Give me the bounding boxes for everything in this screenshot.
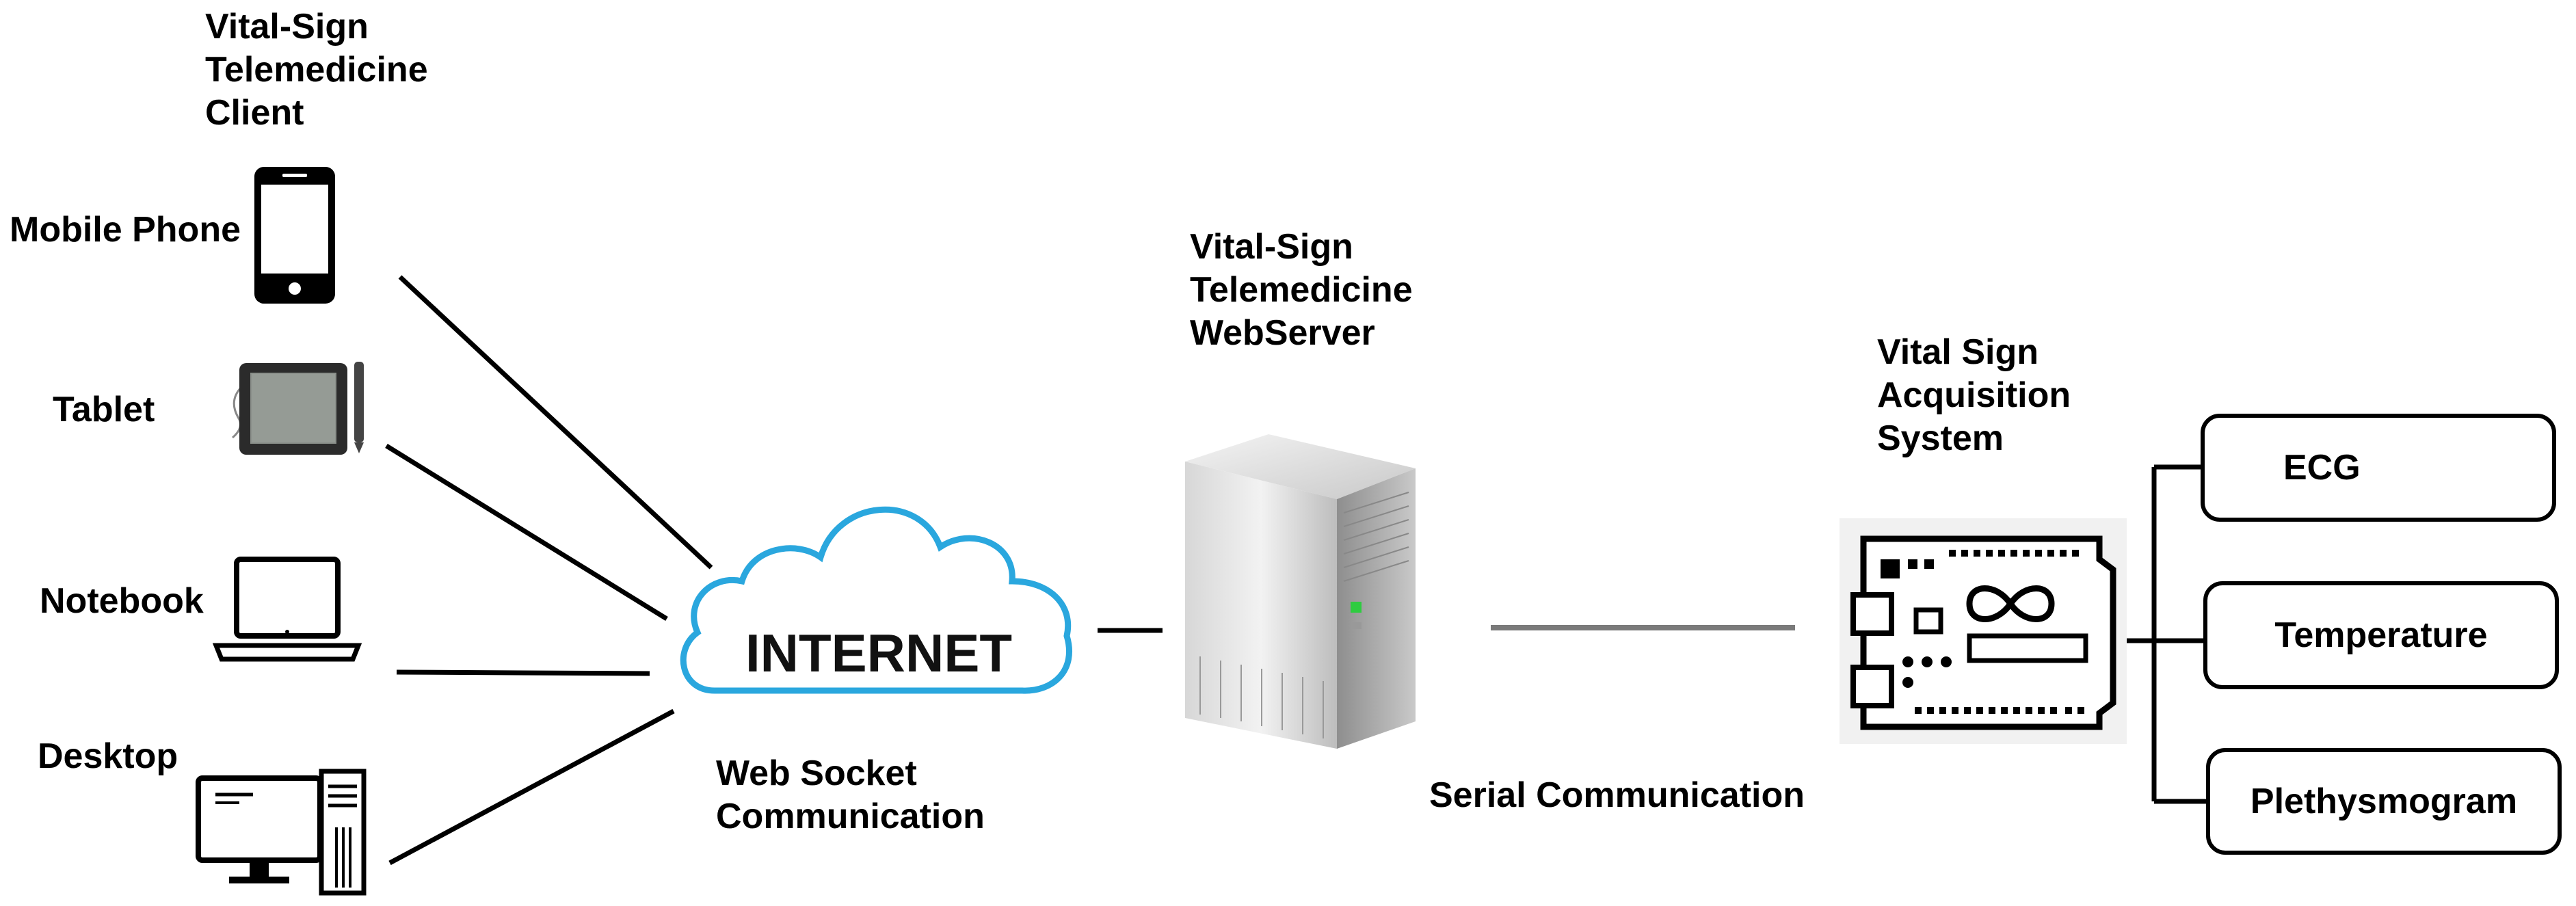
desktop-to-internet-line <box>388 708 675 866</box>
tablet-icon <box>232 362 364 455</box>
internet-cloud: INTERNET <box>667 479 1091 704</box>
device-label-tablet: Tablet <box>53 390 155 429</box>
websocket-label: Web Socket Communication <box>716 754 985 836</box>
notebook-icon <box>212 557 362 662</box>
internet-label: INTERNET <box>745 623 1012 683</box>
phone-to-internet-line <box>398 275 713 570</box>
device-label-notebook: Notebook <box>40 581 204 621</box>
sensor-bracket <box>2116 464 2210 804</box>
device-label-mobile-phone: Mobile Phone <box>10 210 241 250</box>
sensor-box-plethysmogram: Plethysmogram <box>2206 748 2562 855</box>
notebook-to-internet-line <box>396 669 650 676</box>
tablet-to-internet-line <box>385 444 668 621</box>
server-icon <box>1185 434 1416 749</box>
device-label-desktop: Desktop <box>38 736 178 776</box>
mobile-phone-icon <box>254 167 335 304</box>
sensor-label-ecg: ECG <box>2283 448 2361 488</box>
server-title: Vital-Sign Telemedicine WebServer <box>1190 227 1413 353</box>
arduino-board-icon <box>1840 518 2127 744</box>
sensor-label-temperature: Temperature <box>2274 615 2488 655</box>
cloud-icon <box>680 506 1073 694</box>
acquisition-title: Vital Sign Acquisition System <box>1877 332 2071 458</box>
client-title: Vital-Sign Telemedicine Client <box>205 7 428 133</box>
serial-communication-label: Serial Communication <box>1429 775 1805 815</box>
sensor-box-ecg: ECG <box>2201 414 2556 522</box>
sensor-box-temperature: Temperature <box>2203 581 2559 689</box>
sensor-label-plethysmogram: Plethysmogram <box>2250 782 2518 821</box>
desktop-icon <box>196 769 367 896</box>
